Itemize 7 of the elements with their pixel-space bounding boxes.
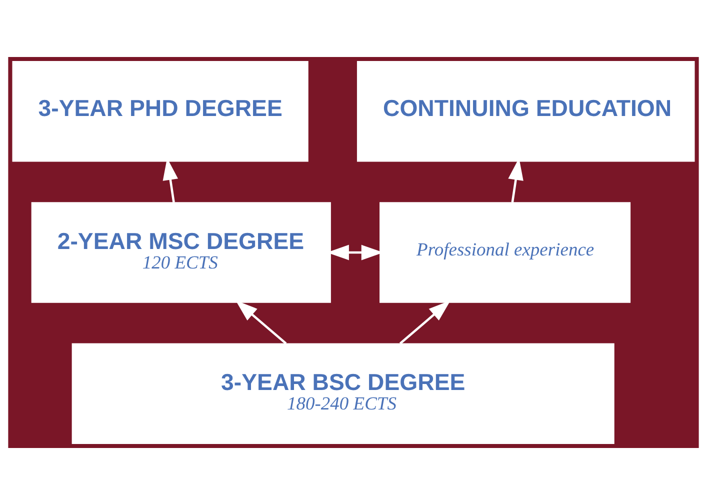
node-box: 2-YEAR MSC DEGREE 120 ECTS [31, 202, 331, 302]
arrow [399, 300, 451, 344]
node-box: 3-YEAR BSC DEGREE 180-240 ECTS [72, 342, 614, 444]
node-box: Professional experience [380, 202, 631, 302]
node-box: CONTINUING EDUCATION [356, 60, 695, 162]
node-box: 3-YEAR PHD DEGREE [12, 60, 308, 162]
arrow [236, 300, 287, 344]
